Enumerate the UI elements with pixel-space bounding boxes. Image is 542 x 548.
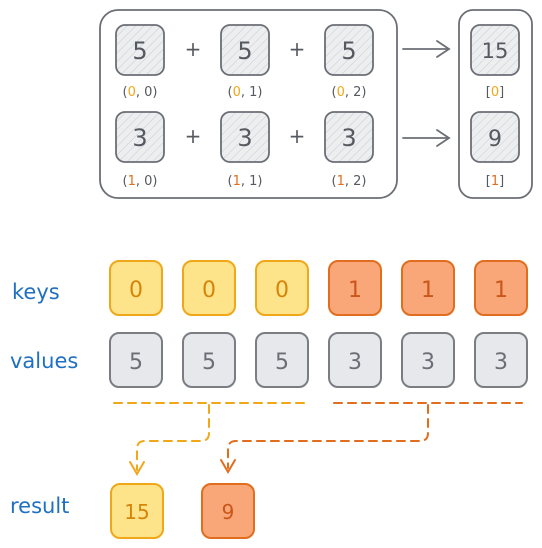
- matrix-cell: 3: [220, 111, 270, 163]
- svg-text:3: 3: [132, 124, 147, 152]
- matrix-cell: 3: [115, 111, 165, 163]
- plus-operator: +: [185, 37, 202, 61]
- matrix-cell: 5: [115, 24, 165, 76]
- result-cell: 15: [110, 483, 164, 539]
- arrow-right-icon: [402, 129, 451, 147]
- svg-text:5: 5: [237, 37, 252, 65]
- arrow-right-icon: [402, 40, 451, 58]
- svg-text:5: 5: [202, 350, 216, 375]
- arrow-down-icon: [220, 459, 236, 474]
- value-cell: 5: [182, 332, 236, 388]
- plus-operator: +: [185, 124, 202, 148]
- cell-index: (0, 1): [228, 85, 263, 100]
- key-cell: 1: [474, 260, 528, 316]
- matrix-cell: 5: [220, 24, 270, 76]
- matrix-frame: [99, 9, 398, 199]
- svg-text:1: 1: [421, 278, 435, 303]
- cell-index: (0, 2): [332, 85, 367, 100]
- svg-text:0: 0: [129, 278, 143, 303]
- svg-text:9: 9: [488, 127, 502, 152]
- cell-index: (1, 2): [332, 174, 367, 189]
- value-cell: 5: [255, 332, 309, 388]
- key-cell: 1: [328, 260, 382, 316]
- svg-text:5: 5: [132, 37, 147, 65]
- value-cell: 5: [109, 332, 163, 388]
- row-sum: 15: [470, 24, 520, 76]
- cell-index: (1, 0): [123, 174, 158, 189]
- value-cell: 3: [401, 332, 455, 388]
- svg-text:0: 0: [275, 278, 289, 303]
- key-cell: 0: [109, 260, 163, 316]
- values-label: values: [10, 349, 78, 373]
- svg-text:9: 9: [222, 500, 235, 524]
- matrix-cell: 5: [324, 24, 374, 76]
- value-cell: 3: [474, 332, 528, 388]
- svg-text:3: 3: [494, 350, 508, 375]
- plus-operator: +: [289, 37, 306, 61]
- svg-text:1: 1: [494, 278, 508, 303]
- group-1-connector: [227, 402, 523, 469]
- result-cell: 9: [201, 483, 255, 539]
- svg-text:3: 3: [348, 350, 362, 375]
- sum-index: [1]: [486, 174, 504, 189]
- cell-index: (0, 0): [123, 85, 158, 100]
- sum-index: [0]: [486, 85, 504, 100]
- arrow-down-icon: [129, 461, 145, 476]
- plus-operator: +: [289, 124, 306, 148]
- svg-text:15: 15: [124, 500, 149, 524]
- key-cell: 0: [255, 260, 309, 316]
- svg-text:3: 3: [421, 350, 435, 375]
- svg-text:1: 1: [348, 278, 362, 303]
- matrix-cell: 3: [324, 111, 374, 163]
- key-cell: 1: [401, 260, 455, 316]
- sums-frame: [458, 9, 533, 199]
- svg-text:5: 5: [129, 350, 143, 375]
- svg-text:0: 0: [202, 278, 216, 303]
- svg-text:15: 15: [482, 39, 509, 63]
- svg-text:5: 5: [275, 350, 289, 375]
- result-label: result: [10, 494, 69, 518]
- key-cell: 0: [182, 260, 236, 316]
- group-0-connector: [113, 402, 307, 471]
- value-cell: 3: [328, 332, 382, 388]
- keys-label: keys: [12, 280, 60, 304]
- svg-text:3: 3: [341, 124, 356, 152]
- svg-text:3: 3: [237, 124, 252, 152]
- svg-text:5: 5: [341, 37, 356, 65]
- row-sum: 9: [470, 111, 520, 163]
- cell-index: (1, 1): [228, 174, 263, 189]
